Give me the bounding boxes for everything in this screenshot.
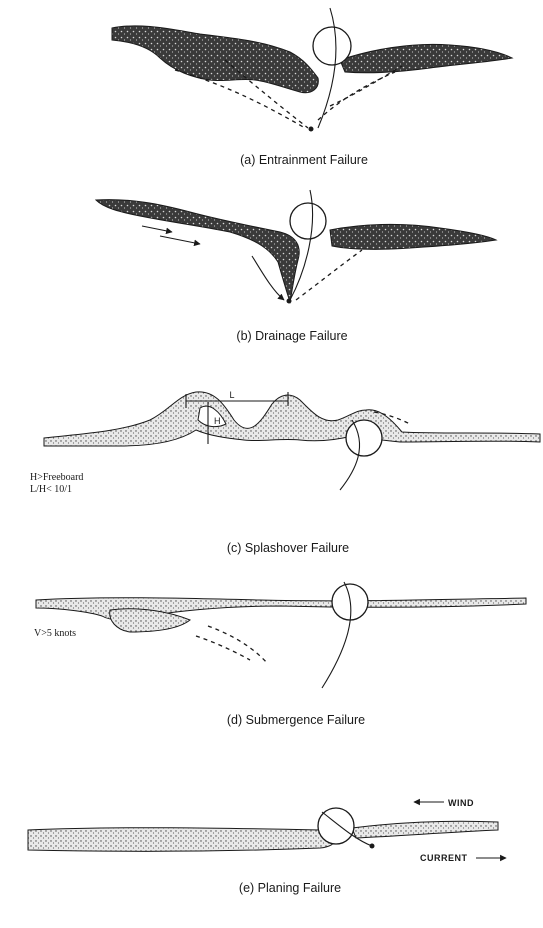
skirt-end-dot (309, 127, 314, 132)
oil-slick-downstream (330, 224, 496, 249)
condition-velocity: V>5 knots (34, 628, 76, 639)
caption-a: (a) Entrainment Failure (240, 153, 368, 167)
skirt-end-dot (287, 299, 292, 304)
condition-length-ratio: L/H< 10/1 (30, 484, 72, 495)
panel-d-submergence: V>5 knots (d) Submergence Failure (34, 582, 526, 727)
wave-height-label: H (214, 416, 221, 426)
boom-float (346, 420, 382, 456)
escaping-droplets-1 (196, 636, 250, 660)
condition-freeboard: H>Freeboard (30, 472, 83, 483)
wave-length-label: L (229, 390, 234, 400)
caption-d: (d) Submergence Failure (227, 713, 365, 727)
oil-slick-right (340, 44, 512, 72)
panel-a-entrainment: (a) Entrainment Failure (112, 8, 512, 167)
boom-float (313, 27, 351, 65)
oil-slick-upstream (96, 200, 299, 302)
skirt-end-dot (370, 844, 375, 849)
downstream-slick (352, 821, 498, 838)
wind-label: WIND (448, 798, 474, 808)
wave-surface (44, 392, 540, 446)
escaping-droplets-2 (208, 626, 268, 664)
panel-c-splashover: L H H>Freeboard L/H< 10/1 (c) Splashover… (30, 390, 540, 555)
caption-e: (e) Planing Failure (239, 881, 341, 895)
panel-e-planing: WIND CURRENT (e) Planing Failure (28, 798, 506, 895)
boom-float (290, 203, 326, 239)
current-label: CURRENT (420, 853, 468, 863)
caption-b: (b) Drainage Failure (236, 329, 347, 343)
panel-b-drainage: (b) Drainage Failure (96, 190, 496, 343)
oil-slick-left (112, 26, 318, 93)
escaped-droplets (296, 250, 362, 300)
caption-c: (c) Splashover Failure (227, 541, 349, 555)
flow-arrow-2 (160, 236, 200, 244)
boom-skirt (318, 8, 336, 128)
surface-slick (28, 828, 335, 852)
flow-arrow-1 (142, 226, 172, 232)
